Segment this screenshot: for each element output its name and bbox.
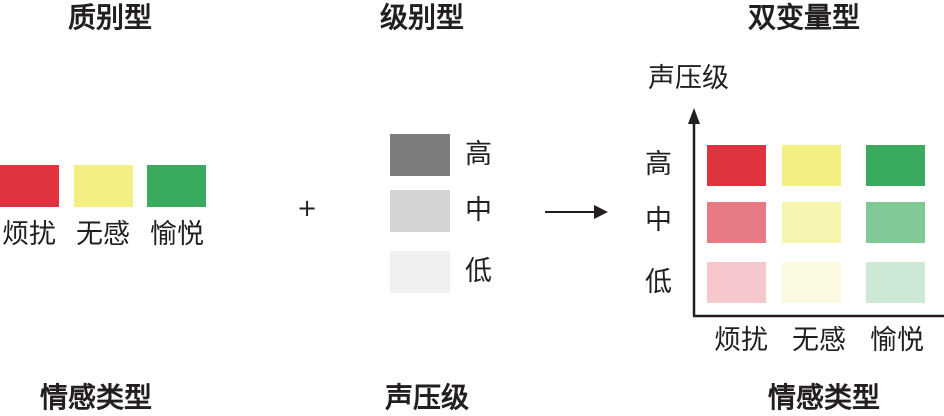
matrix-cell-high-annoyed (707, 145, 766, 186)
plus-operator: + (297, 194, 318, 222)
ordinal-title: 级别型 (380, 1, 465, 34)
level-swatch-medium (390, 190, 450, 232)
level-swatch-low (390, 251, 450, 293)
emotion-swatch-annoyed (0, 165, 59, 207)
col-label-pleasant: 愉悦 (870, 325, 924, 356)
emotion-label-neutral: 无感 (76, 219, 130, 250)
ordinal-caption: 声压级 (385, 381, 470, 414)
emotion-label-annoyed: 烦扰 (2, 219, 56, 250)
y-axis-label: 声压级 (648, 63, 729, 94)
emotion-label-pleasant: 愉悦 (150, 219, 204, 250)
bivariate-title: 双变量型 (748, 1, 861, 34)
emotion-swatch-neutral (74, 165, 133, 207)
col-label-neutral: 无感 (792, 325, 846, 356)
level-label-high: 高 (465, 139, 492, 170)
level-swatch-high (390, 134, 450, 176)
row-label-medium: 中 (645, 205, 672, 236)
matrix-cell-high-pleasant (866, 145, 925, 186)
matrix-cell-medium-pleasant (866, 202, 925, 243)
nominal-title: 质别型 (68, 1, 153, 34)
row-label-low: 低 (645, 267, 672, 298)
nominal-caption: 情感类型 (40, 381, 153, 414)
matrix-cell-low-neutral (782, 262, 841, 303)
matrix-cell-high-neutral (782, 145, 841, 186)
bivariate-caption: 情感类型 (768, 381, 881, 414)
matrix-cell-medium-neutral (782, 202, 841, 243)
level-label-medium: 中 (465, 195, 492, 226)
level-label-low: 低 (465, 256, 492, 287)
row-label-high: 高 (645, 149, 672, 180)
matrix-cell-low-annoyed (707, 262, 766, 303)
matrix-axes (688, 108, 944, 318)
matrix-cell-low-pleasant (866, 262, 925, 303)
col-label-annoyed: 烦扰 (714, 325, 768, 356)
emotion-swatch-pleasant (147, 165, 206, 207)
right-arrow (545, 205, 608, 219)
matrix-cell-medium-annoyed (707, 202, 766, 243)
